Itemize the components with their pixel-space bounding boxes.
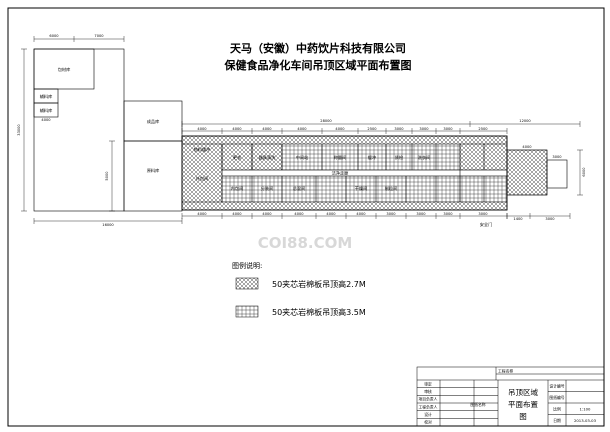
dim-text: 3000 xyxy=(419,127,429,131)
dim-text: 33000 xyxy=(17,124,21,136)
aux-store-room-2 xyxy=(33,102,59,118)
dim-text: 3000 xyxy=(386,212,396,216)
dim-text: 12000 xyxy=(519,119,531,123)
legend-item-1: 50夹芯岩棉板吊顶高2.7M xyxy=(272,279,366,289)
tb-row-label: 审核 xyxy=(424,389,432,394)
legend-swatch-grid xyxy=(235,305,259,318)
dim-text: 4000 xyxy=(356,212,366,216)
room-label: 外包间 xyxy=(196,175,209,182)
room-label: 分装间 xyxy=(261,185,274,192)
room-label: 器具清洗 xyxy=(259,154,277,161)
tb-project-label: 工程名称 xyxy=(498,369,513,374)
dim-text: 7000 xyxy=(94,34,104,38)
tb-right-label: 比例 xyxy=(553,407,561,412)
ceiling-zone-3p5 xyxy=(221,143,508,203)
tb-row-label: 校对 xyxy=(424,420,432,425)
dim-text: 4000 xyxy=(262,212,272,216)
room-labels: 包材库 辅料库 辅料库 成品库 原料库 物料缓冲 外包间 更衣 器具清洗 中间站… xyxy=(40,66,431,192)
room-label: 物料缓冲 xyxy=(194,146,211,153)
dim-text: 16000 xyxy=(102,223,114,227)
dim-text: 4000 xyxy=(326,212,336,216)
dim-text: 28000 xyxy=(320,119,332,123)
packaging-store-room xyxy=(33,48,95,90)
dim-text: 5000 xyxy=(105,171,109,181)
legend-swatch-hatch xyxy=(235,277,259,290)
ceiling-zone-2p7 xyxy=(181,135,548,211)
tb-row-label: 审定 xyxy=(424,382,432,387)
room-label: 成品库 xyxy=(147,118,160,125)
dim-text: 4000 xyxy=(335,127,345,131)
title-line-2: 保健食品净化车间吊顶区域平面布置图 xyxy=(224,58,412,72)
dim-text: 4000 xyxy=(197,127,207,131)
tb-drawing-name-1: 吊顶区域 xyxy=(508,387,538,397)
room-label: 辅料库 xyxy=(40,107,53,114)
dim-text: 3000 xyxy=(478,212,488,216)
dim-text: 4000 xyxy=(522,145,532,149)
room-label: 缓冲 xyxy=(368,154,376,161)
dim-text: 4000 xyxy=(197,212,207,216)
dim-text: 4000 xyxy=(232,127,242,131)
dimension-lines xyxy=(21,36,583,224)
room-label: 制粒间 xyxy=(385,185,398,192)
room-label: 洗衣间 xyxy=(418,154,431,161)
title-line-1: 天马（安徽）中药饮片科技有限公司 xyxy=(230,41,406,55)
dim-text: 4000 xyxy=(297,127,307,131)
legend-heading: 图例说明: xyxy=(232,261,262,270)
tb-row-label: 项目负责人 xyxy=(419,397,438,402)
dim-text: 3000 xyxy=(394,127,404,131)
title-block-text: 工程名称 图纸名称 吊顶区域 平面布置 图 审定 审核 项目负责人 工程负责人 … xyxy=(419,369,597,425)
room-label: 辅料库 xyxy=(40,93,53,100)
dim-text: 2500 xyxy=(367,127,377,131)
room-label: 内包间 xyxy=(231,185,244,192)
warehouse-block xyxy=(33,48,125,212)
tb-drawing-name-2: 平面布置 xyxy=(508,399,538,409)
dim-text: 4000 xyxy=(41,118,51,122)
dim-text: 3000 xyxy=(545,217,555,221)
dim-text: 3000 xyxy=(443,212,453,216)
room-label: 总混间 xyxy=(293,185,306,192)
partitions xyxy=(221,144,507,202)
tb-right-label: 图纸编号 xyxy=(549,395,564,400)
dim-text: 3000 xyxy=(552,155,562,159)
dim-text: 3000 xyxy=(443,127,453,131)
raw-store-room xyxy=(123,140,183,212)
room-label: 更衣 xyxy=(233,154,242,161)
tb-right-label: 日期 xyxy=(553,418,561,423)
tb-row-label: 设计 xyxy=(424,412,432,417)
dim-text: 4000 xyxy=(262,127,272,131)
tb-right-label: 设计编号 xyxy=(549,384,564,389)
room-label: 干燥间 xyxy=(355,185,368,192)
room-label: 中间站 xyxy=(296,154,309,161)
legend: 图例说明: 50夹芯岩棉板吊顶高2.7M 50夹芯岩棉板吊顶高3.5M xyxy=(232,261,366,318)
title-block xyxy=(416,366,605,427)
tb-drawing-name-3: 图 xyxy=(519,412,527,421)
east-annex-2 xyxy=(546,159,568,189)
tb-drawing-label: 图纸名称 xyxy=(470,402,485,407)
tb-ratio-value: 1:100 xyxy=(580,407,592,412)
room-label: 包材库 xyxy=(58,66,71,73)
dim-text: 6000 xyxy=(49,34,59,38)
dim-text: 6000 xyxy=(582,167,586,177)
watermark: COI88.COM xyxy=(258,234,353,252)
tb-date-value: 2013-03-03 xyxy=(574,418,597,423)
dim-text: 3000 xyxy=(416,212,426,216)
dim-text: 4000 xyxy=(232,212,242,216)
entrance-label: 安全门 xyxy=(480,221,493,228)
room-label: 质检 xyxy=(395,154,404,161)
tb-row-label: 工程负责人 xyxy=(419,404,438,409)
legend-item-2: 50夹芯岩棉板吊顶高3.5M xyxy=(272,307,366,317)
dim-text: 1400 xyxy=(513,217,523,221)
drawing-frame xyxy=(7,7,605,427)
dim-text: 2500 xyxy=(478,127,488,131)
room-label: 原料库 xyxy=(147,167,160,174)
dim-text: 4000 xyxy=(294,212,304,216)
room-label: 洁净走廊 xyxy=(332,170,349,177)
dimension-texts: 6000 7000 28000 12000 16000 1400 3000 33… xyxy=(17,34,586,227)
room-label: 称量间 xyxy=(334,154,347,161)
